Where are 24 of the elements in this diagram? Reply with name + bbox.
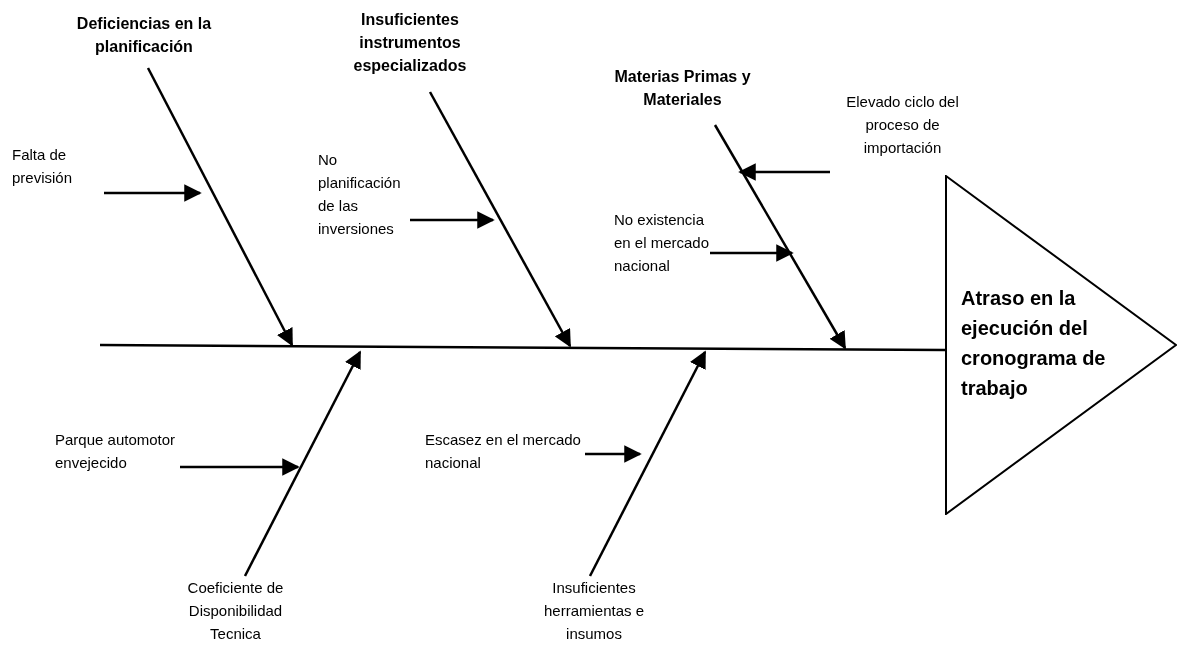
cause-label: Insuficientes herramientas e insumos [542, 578, 646, 644]
arrow [738, 163, 830, 181]
arrow [585, 445, 642, 463]
arrow [710, 244, 794, 262]
cause-label: Coeficiente de Disponibilidad Tecnica [186, 578, 285, 644]
category-label: Materias Primas y Materiales [613, 67, 752, 110]
arrow [588, 350, 707, 577]
cause-label: Escasez en el mercado nacional [425, 430, 582, 473]
arrow [180, 458, 300, 476]
cause-label: Parque automotor envejecido [55, 430, 177, 473]
cause-label: No existencia en el mercado nacional [614, 210, 710, 276]
cause-label: Elevado ciclo del proceso de importación [845, 92, 960, 158]
arrow [410, 211, 495, 229]
spine-line [100, 343, 945, 352]
arrow [713, 124, 847, 350]
category-label: Deficiencias en la planificación [75, 14, 213, 57]
arrow [146, 67, 294, 347]
cause-label: No planificación de las inversiones [318, 150, 402, 239]
cause-label: Falta de previsión [12, 145, 74, 188]
arrow [243, 350, 362, 577]
effect-label: Atraso en la ejecución del cronograma de trabajo [961, 286, 1106, 401]
category-label: Insuficientes instrumentos especializados [352, 10, 468, 76]
arrow [104, 184, 202, 202]
arrow [428, 91, 572, 348]
